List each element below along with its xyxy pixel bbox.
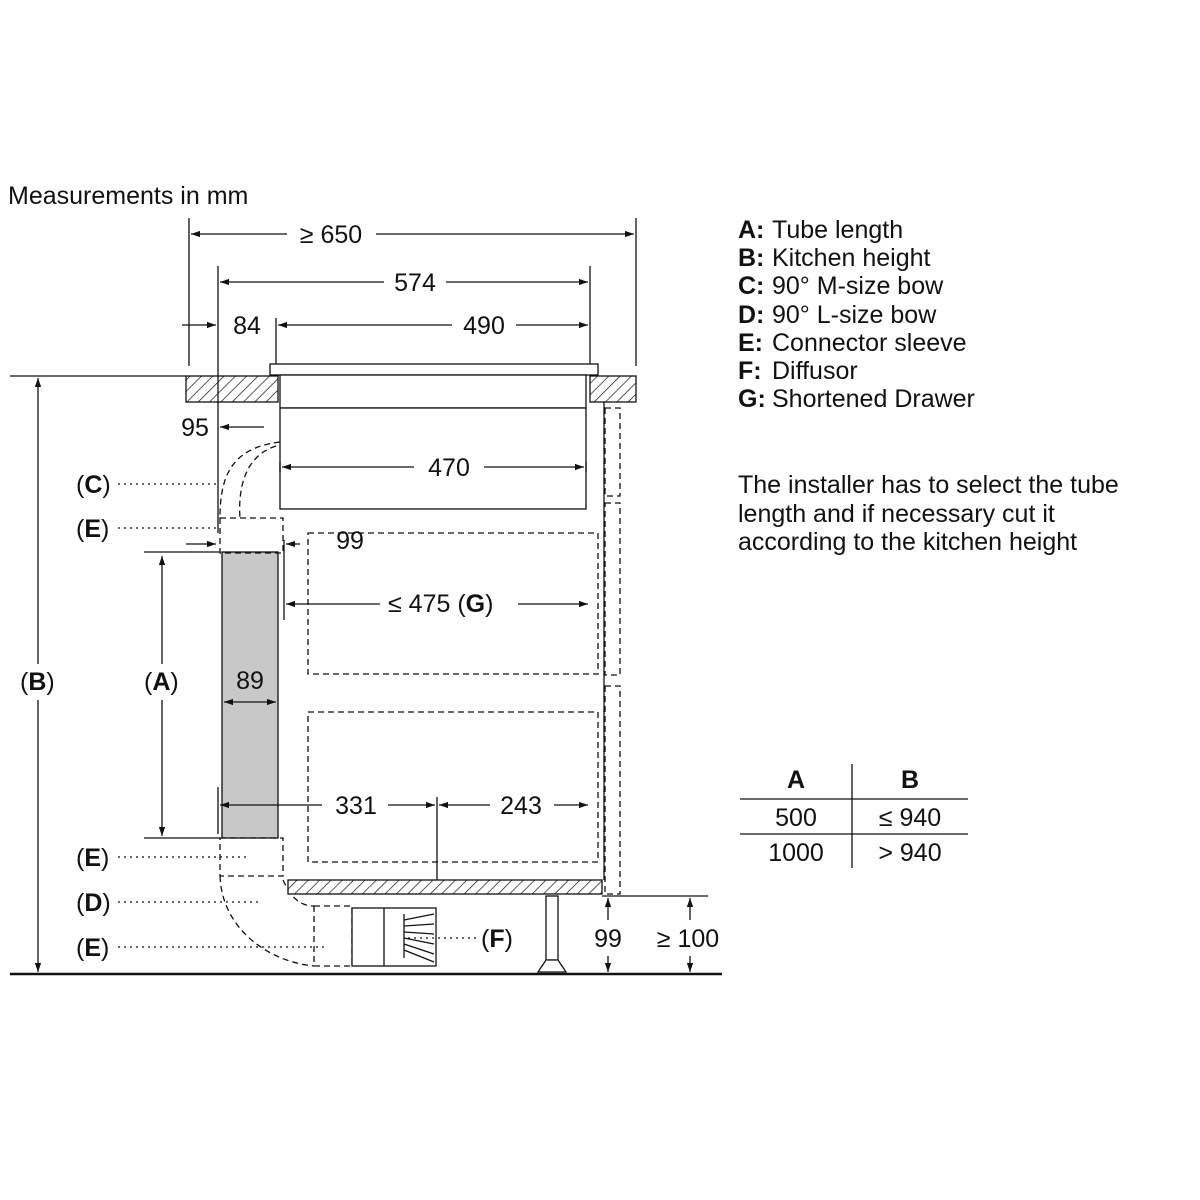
diffusor [351,907,437,967]
connector-sleeve-bottom [219,837,284,877]
connector-sleeve-lower [313,905,353,967]
legend-item-e: E: Connector sleeve [738,329,975,357]
m-size-bow [219,441,281,519]
hob-glass [269,363,599,376]
note-line: length and if necessary cut it [738,499,1055,528]
dim-duct-offset: 95 [181,414,209,442]
label-d: D [84,889,102,917]
legend-text: 90° M-size bow [772,272,944,301]
legend-key: E: [738,328,763,357]
legend-key: C: [738,272,765,301]
legend-key: F: [738,357,762,386]
dim-plinth-right: 243 [500,792,542,820]
m-size-bow-inner [239,445,277,519]
dim-shortened-drawer-value: ≤ 475 [388,590,450,618]
label-c: C [84,471,102,499]
legend-item-c: C:90° M-size bow [738,272,975,300]
label-f: F [489,925,504,953]
legend-text: Diffusor [772,357,858,386]
diffusor-vanes [403,913,435,963]
callout-f: (F) [481,925,513,953]
dim-min-plinth-height: ≥ 100 [657,925,719,953]
hob-body [279,374,587,409]
table-cell: 500 [775,804,817,832]
legend-item-f: F: Diffusor [738,357,975,385]
dim-plinth-left: 331 [335,792,377,820]
table-cell: ≤ 940 [879,804,941,832]
legend-key: G: [738,385,766,414]
legend-item-g: G:Shortened Drawer [738,385,975,413]
callout-c: (C) [76,471,111,499]
callout-d: (D) [76,889,111,917]
hob-unit [279,407,587,510]
duct-tube [221,551,279,839]
callout-e: (E) [76,844,109,872]
legend-key: A: [738,216,765,244]
page-title: Measurements in mm [8,182,249,210]
foot-base [536,959,568,973]
countertop-right [589,375,637,403]
drawer-lower [307,711,599,863]
label-a: A [152,668,170,696]
dim-overall-width: ≥ 650 [300,221,362,249]
legend-text: Connector sleeve [772,328,967,357]
legend-text: Shortened Drawer [772,385,975,414]
label-g: G [466,590,485,618]
dim-body-width: 490 [463,312,505,340]
l-size-bow-inner [282,879,315,907]
legend-text: Kitchen height [772,244,931,273]
foot [545,895,559,961]
connector-sleeve-top [219,517,284,554]
table-cell: > 940 [878,839,941,867]
countertop-left [185,375,279,403]
legend-text: Tube length [772,216,904,244]
callout-e: (E) [76,934,109,962]
legend-item-d: D:90° L-size bow [738,301,975,329]
label-e: E [84,934,101,962]
legend-item-b: B:Kitchen height [738,244,975,272]
label-b: B [28,668,46,696]
side-panel-dashed [604,502,621,676]
dim-appliance-width: 574 [394,269,436,297]
callout-b: (B) [20,668,55,696]
label-e: E [84,515,101,543]
table-header-a: A [787,766,805,794]
dim-duct-width: 89 [236,667,264,695]
dim-left-offset: 84 [233,312,261,340]
cabinet-bottom [287,879,603,895]
dim-sleeve-offset: 99 [336,527,364,555]
note-line: The installer has to select the tube [738,471,1119,499]
label-e: E [84,844,101,872]
table-cell: 1000 [768,839,824,867]
dim-plinth-height: 99 [594,925,622,953]
side-panel-dashed [604,685,621,895]
table-header-b: B [901,766,919,794]
legend: A:Tube length B:Kitchen height C:90° M-s… [738,216,975,413]
legend-item-a: A:Tube length [738,216,975,244]
callout-a: (A) [144,668,179,696]
installer-note: The installer has to select the tube len… [738,471,1119,557]
legend-key: D: [738,300,765,329]
note-line: according to the kitchen height [738,528,1078,556]
side-panel-dashed [604,407,621,497]
l-size-bow-outer [219,875,315,967]
dim-shortened-drawer: ≤ 475 (G) [388,590,493,618]
legend-key: B: [738,244,765,273]
legend-text: 90° L-size bow [772,300,937,329]
dim-drawer-width: 470 [428,454,470,482]
callout-e: (E) [76,515,109,543]
